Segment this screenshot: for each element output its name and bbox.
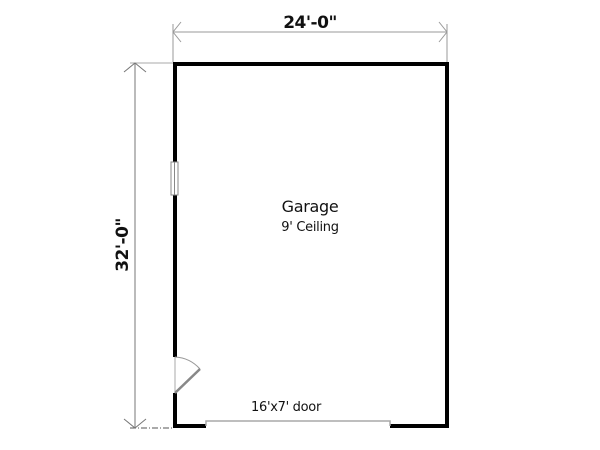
- depth-dimension-line: [123, 62, 173, 429]
- room-name-label: Garage: [281, 197, 339, 216]
- garage-door-opening: [205, 420, 391, 426]
- ceiling-height-label: 9' Ceiling: [281, 220, 339, 235]
- exterior-walls: [173, 62, 449, 428]
- depth-dimension-label: 32'-0": [113, 218, 133, 272]
- side-entry-door: [174, 356, 201, 394]
- width-dimension-label: 24'-0": [283, 13, 337, 33]
- window: [170, 161, 179, 196]
- width-dimension-line: [172, 21, 448, 62]
- garage-door-label: 16'x7' door: [251, 400, 321, 415]
